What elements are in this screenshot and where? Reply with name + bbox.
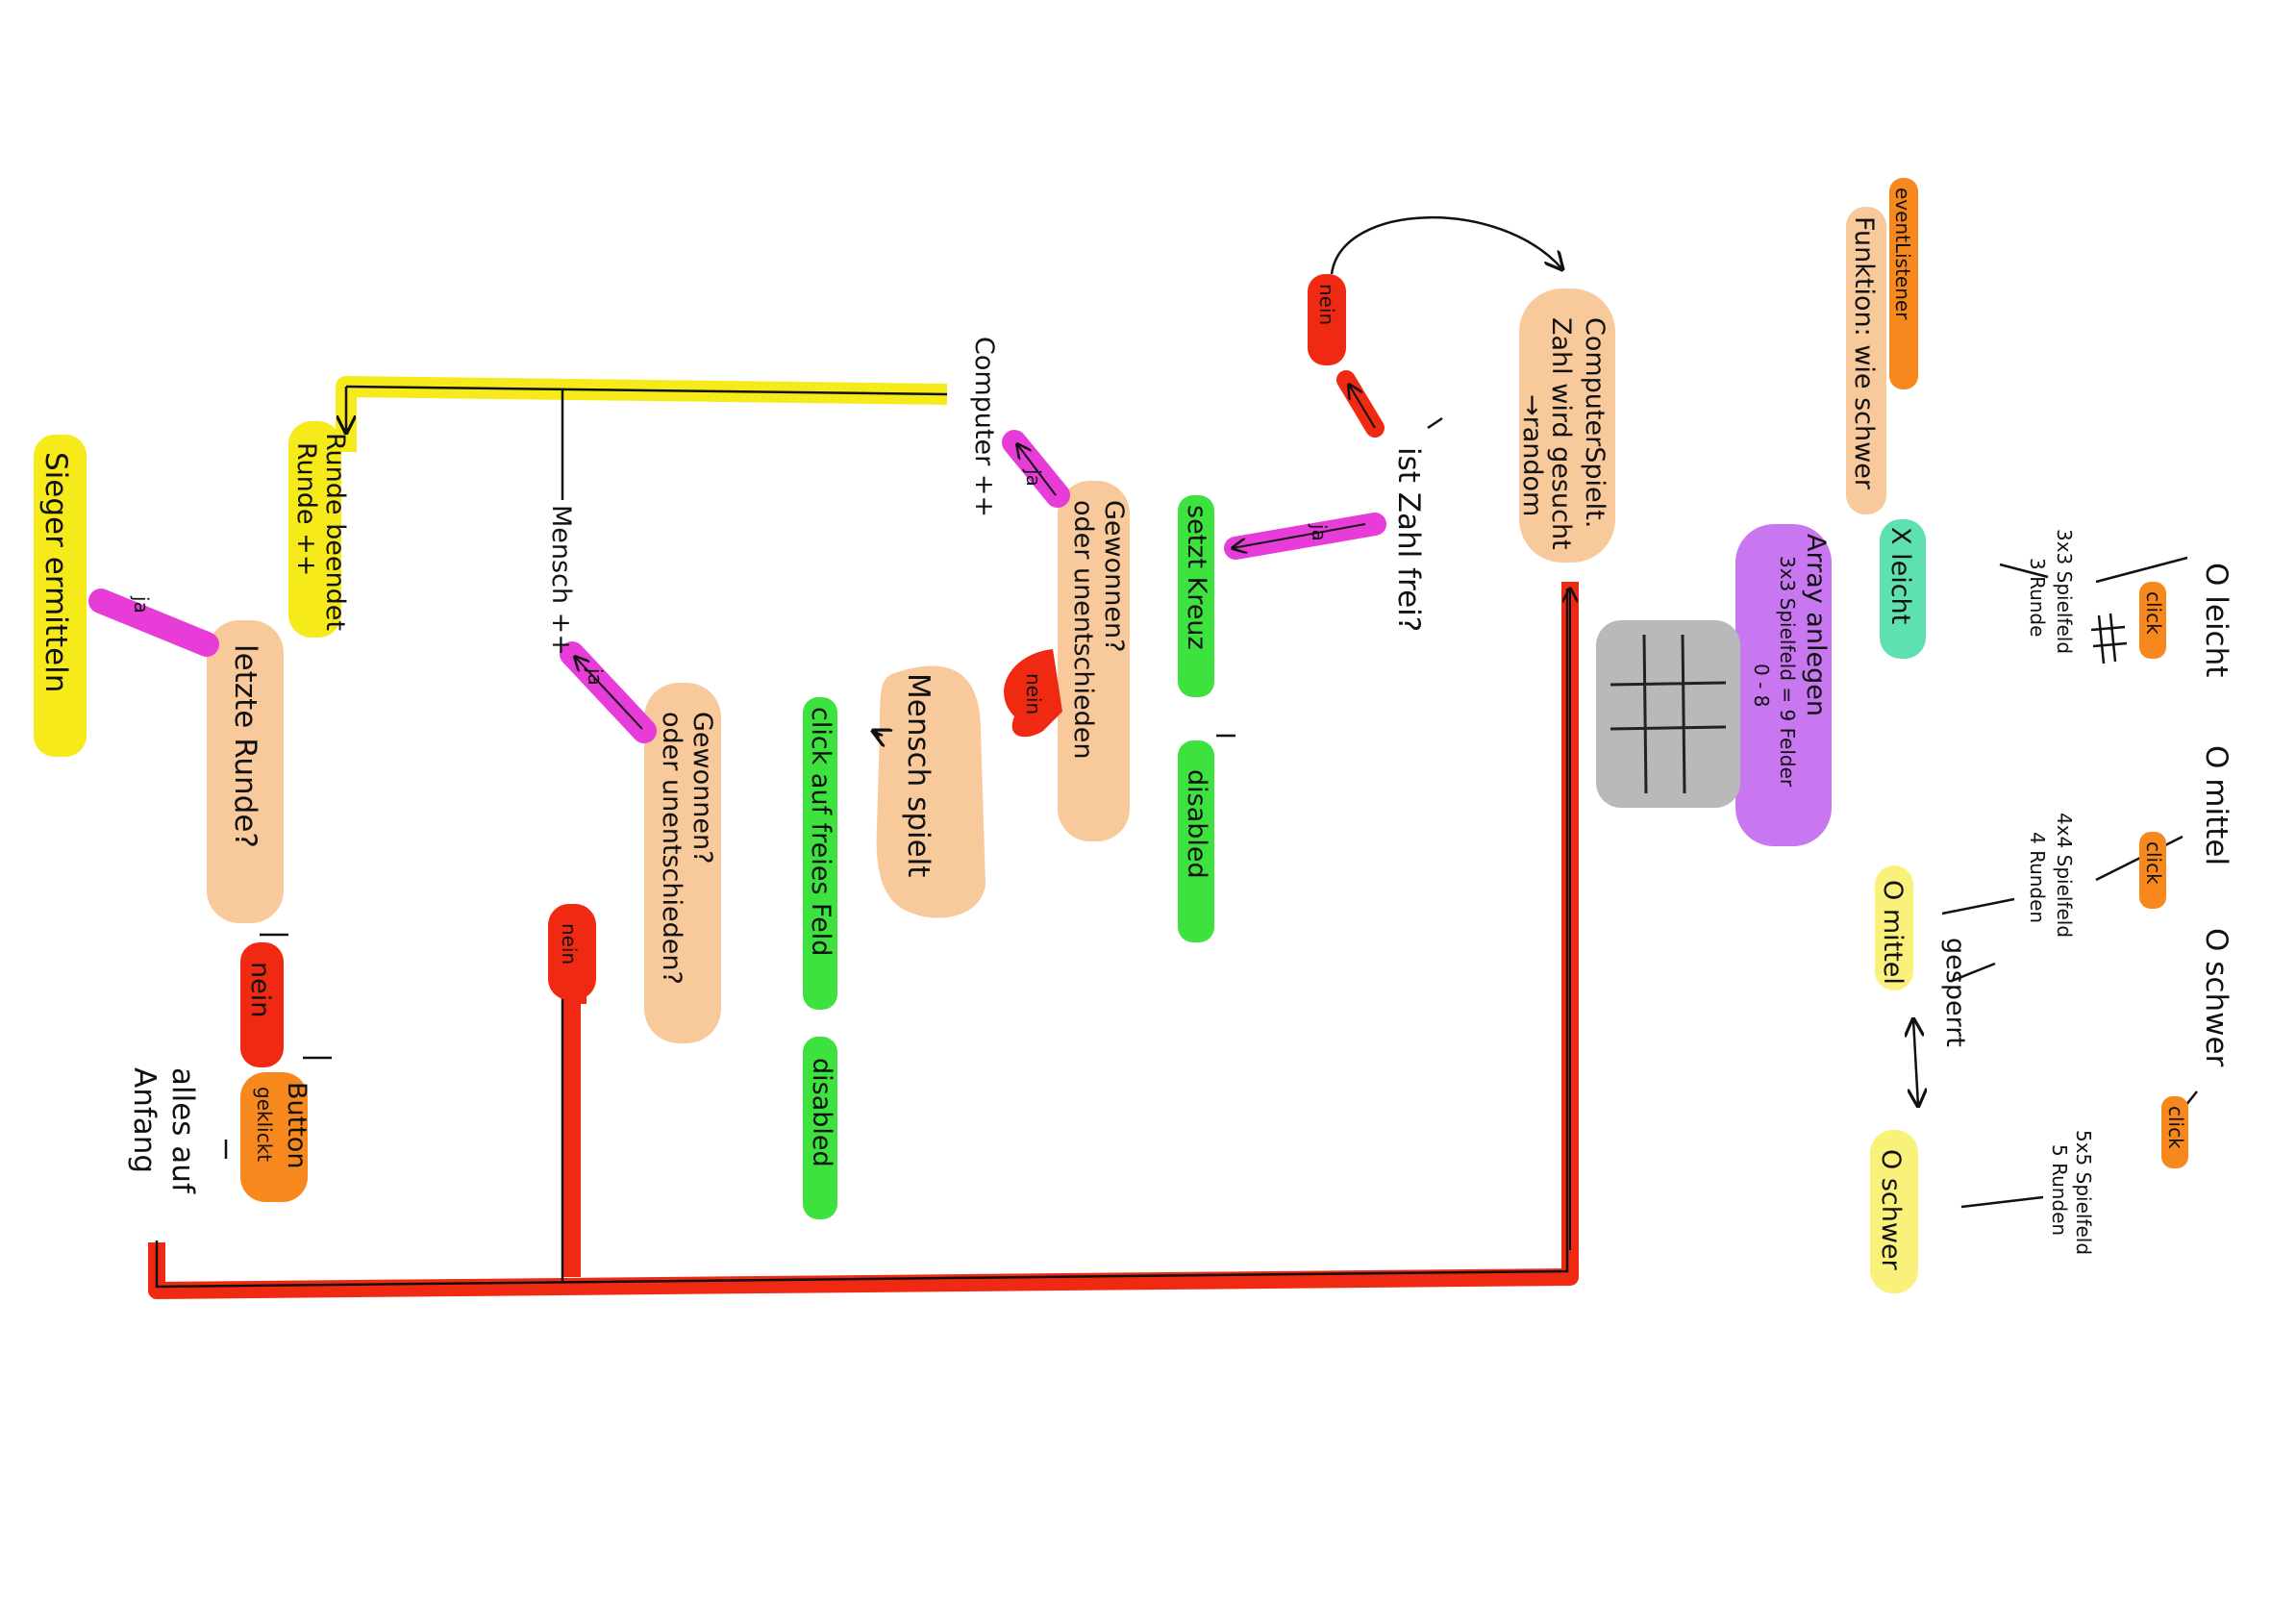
runde-beendet-label-a: Runde beendet bbox=[320, 433, 350, 631]
disabled-label-2: disabled bbox=[807, 1058, 836, 1167]
leicht-option-label: O leicht bbox=[2199, 563, 2234, 677]
board-grid-box bbox=[1596, 620, 1740, 808]
arrow-to-mensch bbox=[873, 731, 883, 736]
ja-pill-4 bbox=[88, 589, 219, 657]
nein-label-1: nein bbox=[1315, 284, 1338, 325]
ja-label-1: ja bbox=[1308, 523, 1331, 541]
gewonnen-label-1a: Gewonnen? bbox=[1099, 500, 1129, 652]
runde-beendet-box bbox=[288, 421, 341, 638]
gewonnen-label-1b: oder unentschieden bbox=[1068, 500, 1098, 760]
schwer-option-label: O schwer bbox=[2199, 928, 2234, 1067]
retry-curve-arrow bbox=[1330, 215, 1562, 275]
eventlistener-label: eventListener bbox=[1891, 188, 1914, 320]
nein-box-2 bbox=[1004, 649, 1062, 738]
gewonnen-label-2b: oder unentschieden? bbox=[657, 712, 686, 985]
mittel-locked-label: O mittel bbox=[1878, 880, 1908, 985]
mensch-pp-label: Mensch ++ bbox=[546, 505, 576, 656]
x-leicht-box bbox=[1880, 519, 1926, 659]
ja-arrow-ink-3 bbox=[575, 657, 643, 730]
ja-arrow-ink-2 bbox=[1017, 444, 1057, 496]
gewonnen-box-1 bbox=[1058, 481, 1130, 841]
yellow-connector bbox=[336, 376, 948, 452]
sieger-label: Sieger ermitteln bbox=[38, 452, 73, 692]
anfang-label-b: Anfang bbox=[127, 1067, 162, 1173]
runden-5-label: 5 Runden bbox=[2048, 1144, 2071, 1236]
zahl-gesucht-label: Zahl wird gesucht bbox=[1546, 317, 1576, 550]
click-label-1: click bbox=[2142, 591, 2165, 635]
button-label-a: Button bbox=[282, 1082, 312, 1168]
anfang-label-a: alles auf bbox=[165, 1067, 200, 1194]
spielfeld-5-label: 5x5 Spielfeld bbox=[2072, 1130, 2095, 1255]
gewonnen-label-2a: Gewonnen? bbox=[687, 712, 717, 864]
ja-label-2: ja bbox=[1022, 468, 1045, 487]
gesperrt-arrow bbox=[1913, 1019, 1918, 1106]
runde-3-label: 3 Runde bbox=[2026, 558, 2049, 637]
button-label-b: geklickt bbox=[253, 1087, 276, 1162]
runden-4-label: 4 Runden bbox=[2026, 832, 2049, 923]
red-loop-connector bbox=[148, 582, 1579, 1299]
funktion-label: Funktion: wie schwer bbox=[1849, 216, 1879, 490]
array-label-2: 3x3 Spielfeld = 9 Felder bbox=[1776, 556, 1799, 788]
button-geklickt-box bbox=[240, 1072, 308, 1202]
nein-label-3: nein bbox=[558, 923, 581, 965]
letzte-runde-label: letzte Runde? bbox=[228, 644, 262, 848]
click-box-1 bbox=[2139, 582, 2166, 659]
random-label: →random bbox=[1517, 394, 1547, 516]
setzt-kreuz-box bbox=[1178, 495, 1214, 697]
nein-arrow-ink-1 bbox=[1349, 385, 1376, 429]
red-loop-ink bbox=[155, 589, 1569, 1289]
nein-box-3 bbox=[548, 904, 596, 1000]
disabled-box-1 bbox=[1178, 740, 1214, 942]
array-label-1: Array anlegen bbox=[1801, 534, 1831, 716]
computer-pp-label: Computer ++ bbox=[969, 337, 999, 517]
array-label-3: 0 - 8 bbox=[1750, 664, 1773, 707]
gesperrt-label: gesperrt bbox=[1940, 938, 1970, 1047]
ja-arrow-ink-1 bbox=[1233, 523, 1366, 548]
mensch-spielt-box bbox=[876, 665, 986, 918]
eventlistener-box bbox=[1889, 178, 1918, 389]
nein-box-1 bbox=[1308, 274, 1346, 365]
click-box-3 bbox=[2161, 1096, 2188, 1168]
click-label-2: click bbox=[2142, 841, 2165, 885]
computer-spielt-label: ComputerSpielt. bbox=[1580, 317, 1610, 528]
funktion-box bbox=[1846, 207, 1886, 514]
click-freies-feld-box bbox=[803, 697, 837, 1010]
hash-icon bbox=[2090, 613, 2128, 664]
x-leicht-label: X leicht bbox=[1885, 527, 1915, 624]
click-label-3: click bbox=[2164, 1106, 2187, 1149]
schwer-locked-label: O schwer bbox=[1876, 1149, 1906, 1271]
spielfeld-4-label: 4x4 Spielfeld bbox=[2053, 813, 2076, 938]
schwer-locked-box bbox=[1870, 1130, 1918, 1293]
nein-label-4: nein bbox=[245, 962, 275, 1017]
yellow-connector-ink bbox=[345, 385, 948, 500]
zahl-frei-label: ist Zahl frei? bbox=[1391, 447, 1426, 632]
mittel-option-label: O mittel bbox=[2199, 745, 2234, 865]
mittel-locked-box bbox=[1875, 865, 1913, 990]
setzt-kreuz-label: setzt Kreuz bbox=[1182, 505, 1211, 650]
letzte-runde-box bbox=[207, 620, 284, 923]
nein-label-2: nein bbox=[1022, 673, 1045, 714]
board-grid-icon bbox=[1610, 634, 1727, 794]
runde-beendet-label-b: Runde ++ bbox=[291, 442, 321, 576]
ja-label-4: ja bbox=[130, 595, 153, 614]
misc-arrows bbox=[872, 416, 1443, 741]
array-box bbox=[1735, 524, 1832, 846]
mensch-spielt-label: Mensch spielt bbox=[901, 673, 936, 877]
click-box-2 bbox=[2139, 832, 2166, 909]
click-freies-feld-label: click auf freies Feld bbox=[806, 707, 836, 956]
disabled-box-2 bbox=[803, 1037, 837, 1219]
disabled-label-1: disabled bbox=[1182, 769, 1211, 879]
spielfeld-3-label: 3x3 Spielfeld bbox=[2053, 529, 2076, 654]
connector-ticks bbox=[224, 933, 332, 1159]
nein-box-4 bbox=[240, 942, 284, 1067]
computer-spielt-box bbox=[1519, 288, 1615, 563]
ja-label-3: ja bbox=[584, 667, 607, 686]
gewonnen-box-2 bbox=[644, 683, 721, 1043]
sieger-box bbox=[34, 435, 87, 757]
